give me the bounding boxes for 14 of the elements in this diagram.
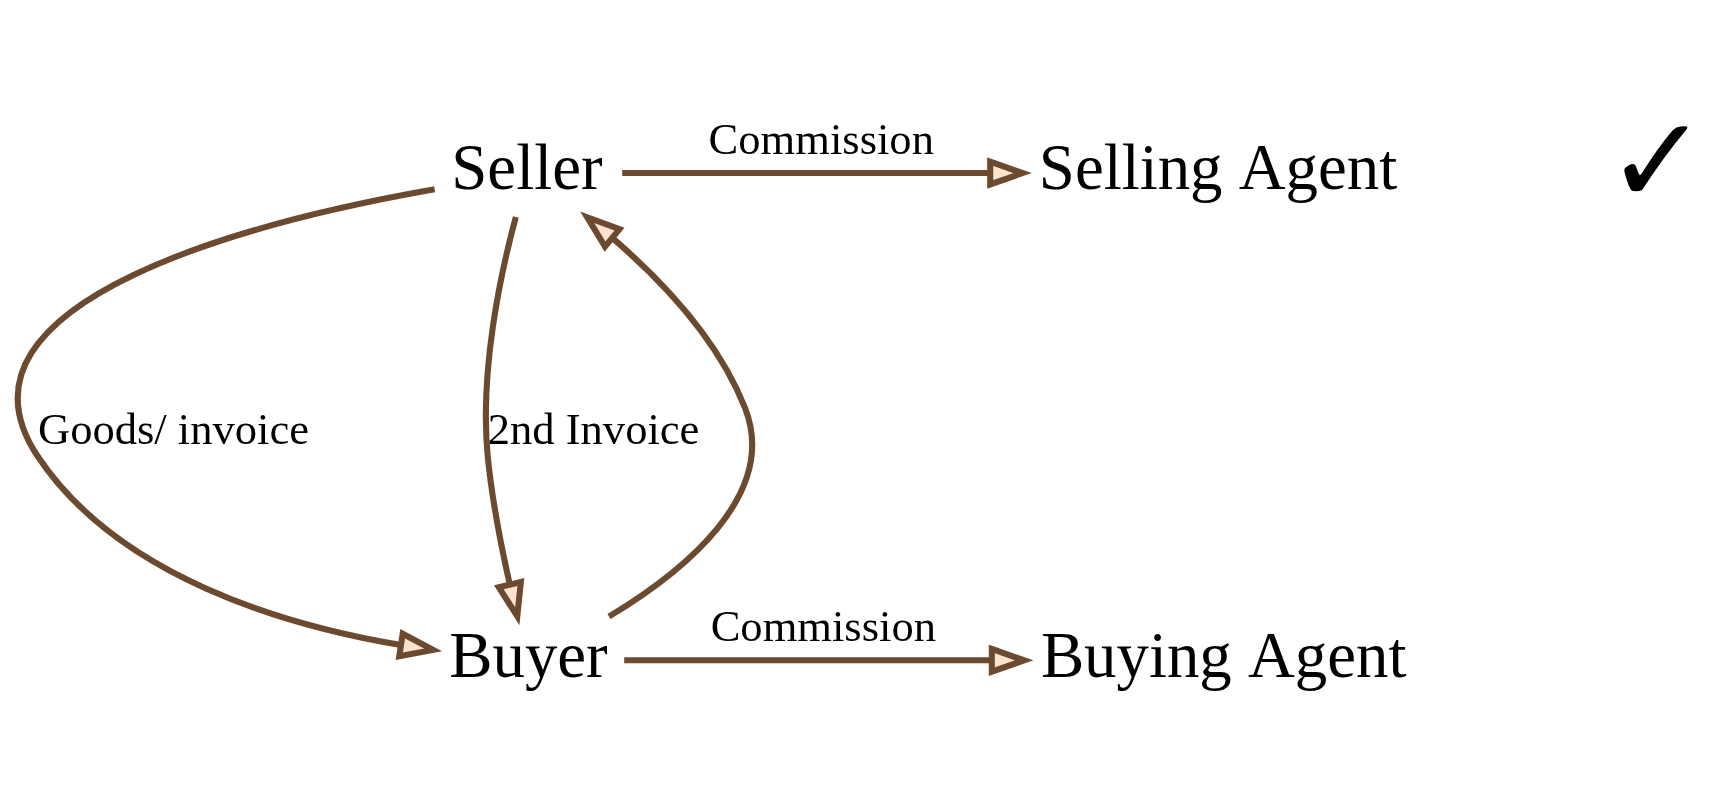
node-text: Seller bbox=[451, 131, 603, 204]
arrow bbox=[624, 644, 1034, 676]
node-text: Buying Agent bbox=[1040, 618, 1407, 691]
edge-label: Commission bbox=[710, 601, 936, 652]
label: ✓ bbox=[1606, 95, 1709, 230]
node-text: Buyer bbox=[449, 618, 608, 691]
edge-label: 2nd Invoice bbox=[487, 403, 700, 454]
edge-label: Commission bbox=[708, 114, 934, 165]
arrow bbox=[580, 211, 755, 620]
arrow bbox=[622, 157, 1032, 189]
arrow bbox=[482, 216, 525, 626]
node-text: Selling Agent bbox=[1038, 131, 1398, 204]
arrow bbox=[16, 186, 443, 660]
edge-label: Goods/ invoice bbox=[37, 403, 310, 454]
